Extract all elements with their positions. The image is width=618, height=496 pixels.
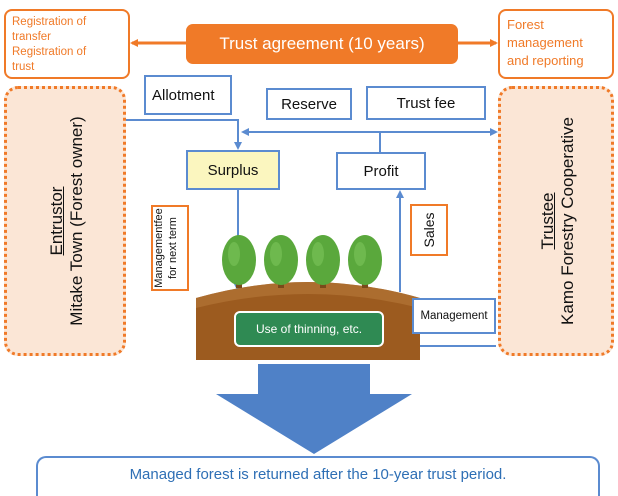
big-down-arrow-icon [216,364,412,454]
tree-icon [222,235,256,288]
trust-fee-label: Trust fee [396,94,456,112]
registration-line3: Registration of [12,46,87,58]
forest-management-box: Forest management and reporting [498,9,614,79]
trustee-role: Trustee [538,192,557,250]
sales-text: Sales [419,205,439,255]
registration-line1: Registration of [12,16,87,28]
surplus-label: Surplus [207,161,259,179]
tree-icon [348,235,382,288]
management-fee-line2: for next term [167,217,179,279]
allotment-label: Allotment [152,86,215,104]
entrustor-role: Entrustor [47,186,66,256]
trustee-name: Kamo Forestry Cooperative [558,117,577,325]
reserve-box: Reserve [266,88,352,120]
footer-box: Managed forest is returned after the 10-… [36,456,600,496]
trust-agreement-label: Trust agreement (10 years) [219,34,425,53]
ground-highlight [196,282,420,308]
profit-label: Profit [363,162,399,180]
management-box: Management [412,298,496,334]
trustee-box: Trustee Kamo Forestry Cooperative [498,86,614,356]
trustee-text: Trustee Kamo Forestry Cooperative [538,76,578,366]
sales-box: Sales [410,204,448,256]
tree-icon [306,235,340,288]
registration-box: Registration of transfer Registration of… [4,9,130,79]
surplus-box: Surplus [186,150,280,190]
allotment-box: Allotment [144,75,232,115]
entrustor-name: Mitake Town (Forest owner) [67,116,86,326]
sales-label: Sales [421,212,437,248]
management-label: Management [420,310,488,322]
entrustor-box: Entrustor Mitake Town (Forest owner) [4,86,126,356]
registration-line2: transfer [12,31,51,43]
management-fee-line1: Managementfee [153,208,165,288]
forest-mgmt-line1: Forest [507,17,544,32]
tree-icon [264,235,298,288]
forest-mgmt-line2: management [507,35,583,50]
use-of-thinning-label: Use of thinning, etc. [255,322,363,336]
management-fee-text: Managementfee for next term [152,205,188,291]
management-fee-box: Managementfee for next term [151,205,189,291]
use-of-thinning-box: Use of thinning, etc. [234,311,384,347]
forest-mgmt-line3: and reporting [507,53,584,68]
entrustor-text: Entrustor Mitake Town (Forest owner) [47,76,87,366]
registration-line4: trust [12,61,35,73]
profit-box: Profit [336,152,426,190]
return-message: Managed forest is returned after the 10-… [129,465,507,483]
trust-fee-box: Trust fee [366,86,486,120]
reserve-label: Reserve [281,95,337,113]
trust-agreement-banner: Trust agreement (10 years) [186,24,458,64]
